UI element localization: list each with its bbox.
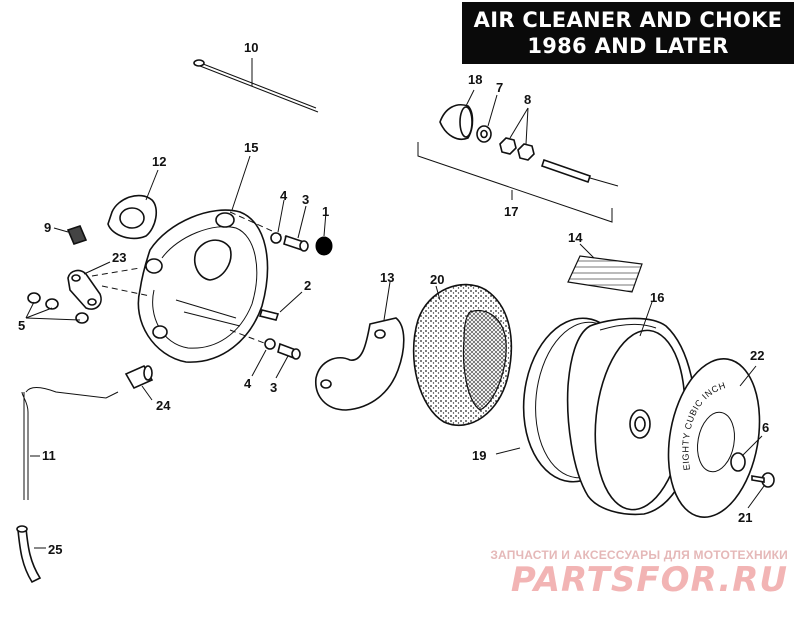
callout-10: 10	[244, 40, 258, 55]
callout-3-upper: 3	[302, 192, 309, 207]
part-7-washer	[476, 94, 498, 143]
part-14-decal	[567, 243, 643, 293]
callout-14: 14	[568, 230, 583, 245]
callout-7: 7	[496, 80, 503, 95]
callout-5: 5	[18, 318, 25, 333]
callout-9: 9	[44, 220, 51, 235]
callout-21: 21	[738, 510, 752, 525]
part-11-breather-tube	[21, 387, 119, 500]
part-3-screw-upper	[283, 205, 309, 252]
assembly-dashed-lines	[91, 211, 293, 347]
part-25-hose	[16, 525, 46, 584]
callout-numbers: 10 18 7 8 17 12 15 4 3 1 9 23 14 5 2 13 …	[18, 40, 769, 557]
part-4-washer-lower	[251, 338, 276, 377]
part-8-nuts	[499, 107, 535, 161]
part-10-choke-wire	[193, 58, 319, 113]
part-3-screw-lower	[275, 342, 301, 379]
title-line-2: 1986 AND LATER	[527, 34, 729, 58]
callout-19: 19	[472, 448, 486, 463]
callout-3-lower: 3	[270, 380, 277, 395]
title-box: AIR CLEANER AND CHOKE 1986 AND LATER	[462, 2, 794, 64]
part-15-backplate	[137, 155, 269, 363]
part-4-washer-upper	[270, 199, 285, 244]
callout-24: 24	[156, 398, 171, 413]
callout-25: 25	[48, 542, 62, 557]
callout-12: 12	[152, 154, 166, 169]
part-22-trim-disk	[667, 358, 761, 518]
callout-22: 22	[750, 348, 764, 363]
callout-8: 8	[524, 92, 531, 107]
part-2-screw	[258, 291, 303, 321]
part-12-gasket	[107, 169, 159, 240]
title-line-1: AIR CLEANER AND CHOKE	[473, 8, 783, 32]
callout-17: 17	[504, 204, 518, 219]
part-16-cover	[566, 301, 697, 516]
part-23-bracket	[67, 261, 111, 310]
callout-4-lower: 4	[244, 376, 252, 391]
callout-2: 2	[304, 278, 311, 293]
part-20-filter	[412, 283, 513, 427]
callout-23: 23	[112, 250, 126, 265]
watermark-tagline: ЗАПЧАСТИ И АКСЕССУАРЫ ДЛЯ МОТОТЕХНИКИ	[490, 548, 788, 562]
callout-6: 6	[762, 420, 769, 435]
callout-15: 15	[244, 140, 258, 155]
part-1-plug	[315, 211, 333, 256]
choke-cable-end	[540, 158, 619, 187]
callout-16: 16	[650, 290, 664, 305]
part-24-fitting	[124, 364, 154, 401]
callout-4-upper: 4	[280, 188, 288, 203]
watermark-logo: PARTSFOR.RU	[510, 560, 788, 600]
part-17-bracket-line	[417, 142, 613, 223]
part-9-clip	[53, 225, 88, 245]
callout-11: 11	[42, 448, 56, 463]
part-21-screw	[747, 472, 775, 509]
part-5-washers	[25, 292, 89, 324]
part-13-gasket	[315, 281, 405, 411]
callout-20: 20	[430, 272, 444, 287]
callout-1: 1	[322, 204, 329, 219]
part-6-washer	[730, 435, 763, 472]
callout-18: 18	[468, 72, 482, 87]
part-18-choke-knob	[439, 89, 475, 140]
callout-13: 13	[380, 270, 394, 285]
